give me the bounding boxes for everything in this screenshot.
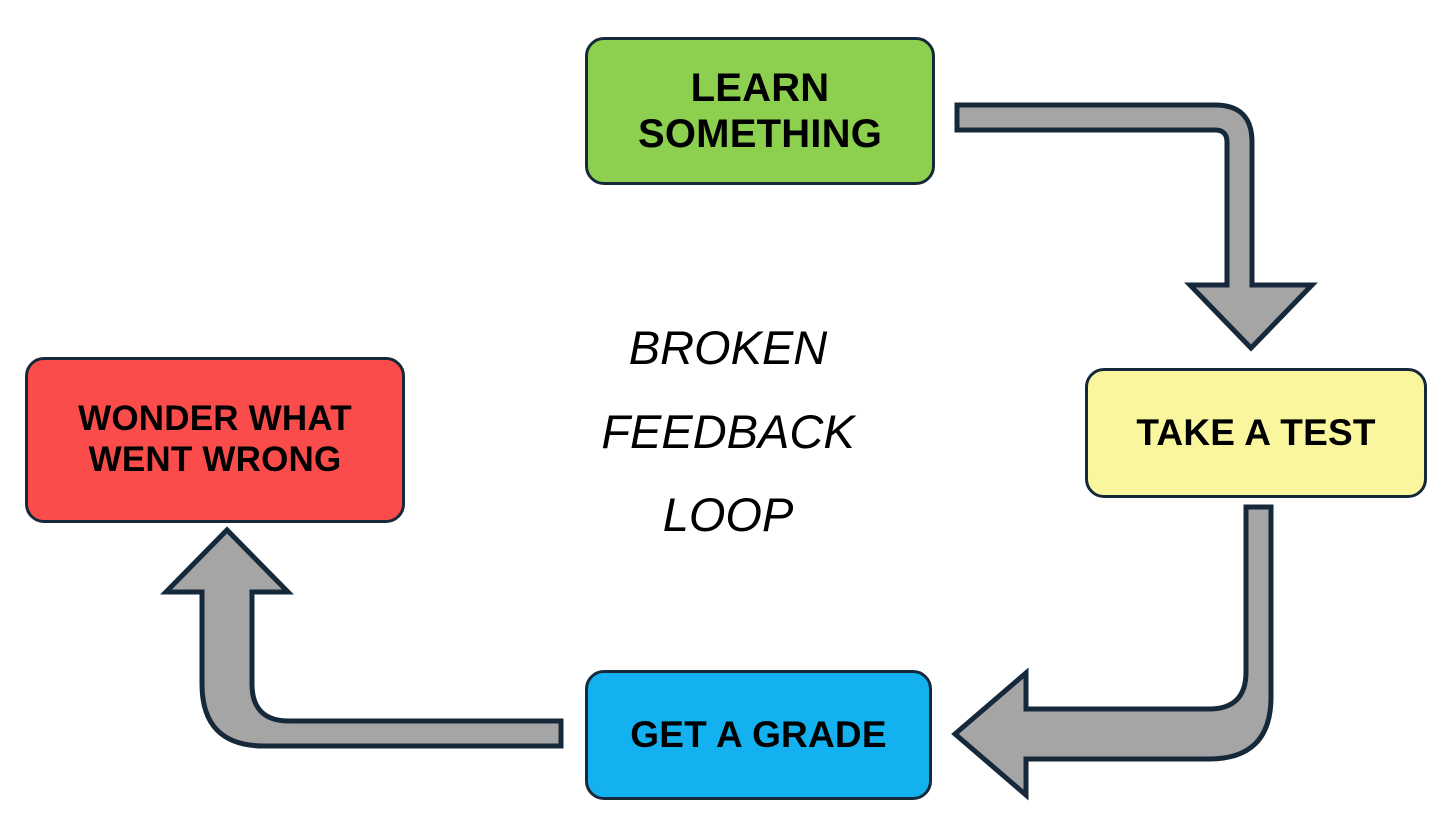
node-get-a-grade[interactable]: GET A GRADE [585, 670, 932, 800]
node-take-a-test-label: TAKE A TEST [1136, 411, 1376, 453]
node-wonder-what-went-wrong-label: WONDER WHAT WENT WRONG [78, 399, 352, 479]
node-learn-something-label: LEARN SOMETHING [637, 65, 883, 156]
node-learn-something[interactable]: LEARN SOMETHING [585, 37, 935, 185]
connector-grade-to-wonder-arrow [160, 526, 564, 749]
node-take-a-test[interactable]: TAKE A TEST [1085, 368, 1427, 498]
diagram-center-caption: BROKEN FEEDBACK LOOP [601, 321, 855, 542]
node-get-a-grade-label: GET A GRADE [630, 713, 887, 755]
connector-test-to-grade-arrow [951, 504, 1274, 801]
connector-learn-to-test-arrow [954, 102, 1318, 352]
node-wonder-what-went-wrong[interactable]: WONDER WHAT WENT WRONG [25, 357, 405, 523]
